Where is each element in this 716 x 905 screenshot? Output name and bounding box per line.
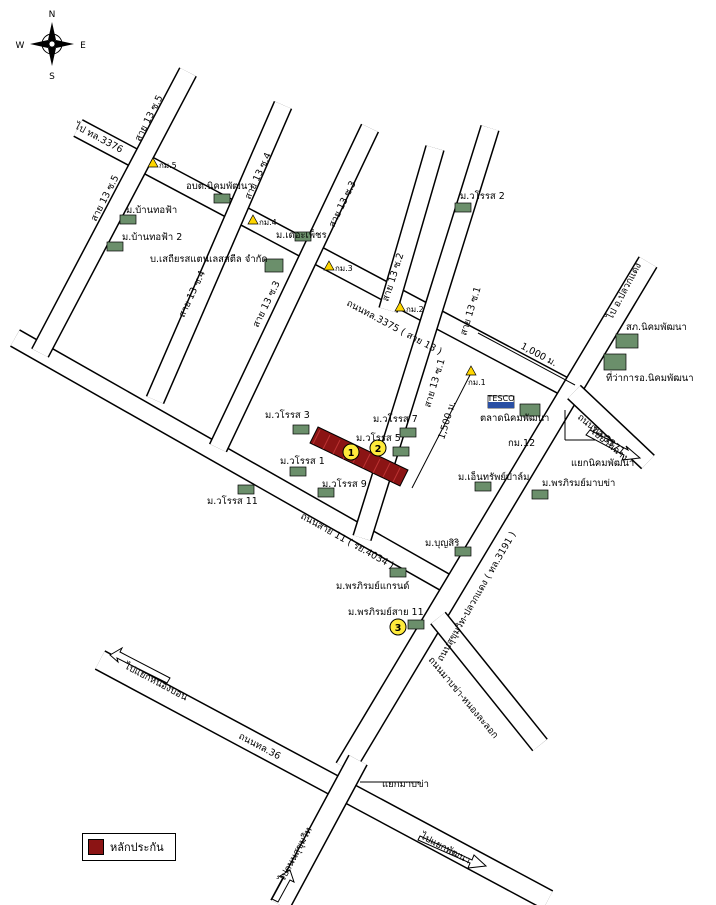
label-km3: กม.3 [335, 264, 353, 273]
label-the-pet: ม.เดอะเพ็ชร [276, 228, 327, 241]
label-km2: กม.2 [406, 305, 424, 314]
warning-icon [323, 260, 335, 271]
label-woraroj-3: ม.วโรรส 3 [265, 409, 310, 421]
compass-south: S [49, 72, 55, 82]
label-woraroj-5: ม.วโรรส 5 [356, 432, 401, 444]
building-icon [289, 466, 307, 477]
building-icon [213, 193, 231, 204]
building-icon [603, 353, 627, 371]
label-obt: อบต.นิคมพัฒนา [186, 181, 253, 192]
legend-label: หลักประกัน [110, 841, 164, 854]
label-km1: กม.1 [468, 378, 486, 387]
building-icon [106, 241, 124, 252]
km-labels: กม.5 กม.4 กม.3 กม.2 กม.1 กม.12 [159, 161, 535, 449]
compass-east: E [80, 41, 86, 51]
building-icon [264, 258, 284, 273]
label-phornphirom-mapkha: ม.พรภิรมย์มาบข่า [542, 477, 615, 489]
marker-3[interactable]: 3 [389, 618, 407, 636]
label-ban-thofa-2: ม.บ้านทอฟ้า 2 [122, 232, 182, 243]
place-labels: อบต.นิคมพัฒนา ม.บ้านทอฟ้า ม.บ้านทอฟ้า 2 … [122, 181, 694, 790]
building-icon [474, 481, 492, 492]
dimension-lines [360, 332, 595, 783]
building-icon [454, 202, 472, 213]
label-phornphirom-11: ม.พรภิรมย์สาย 11 [348, 606, 424, 618]
building-icon [389, 567, 407, 578]
building-icon [519, 403, 541, 417]
label-market: ตลาดนิคมพัฒนา [480, 413, 549, 424]
label-police: สภ.นิคมพัฒนา [626, 322, 687, 333]
arrow-to-banchang [585, 429, 642, 461]
building-icons [106, 193, 639, 630]
soi-13-2 [378, 145, 445, 313]
compass-west: W [16, 41, 25, 51]
warning-icon [394, 301, 406, 312]
arrow-to-sukhumvit [271, 869, 295, 903]
building-icon [294, 231, 312, 242]
building-icon [392, 446, 410, 457]
building-icon [292, 424, 310, 435]
svg-text:2: 2 [375, 444, 382, 455]
label-distance-1500: 1,500 ม. [436, 400, 458, 441]
label-junction: แยกนิคมพัฒนา [571, 458, 634, 469]
arrow-to-nongbon [109, 646, 171, 684]
building-icon [454, 546, 472, 557]
road-3191 [335, 256, 658, 774]
road-11 [10, 329, 460, 597]
label-woraroj-7: ม.วโรรส 7 [373, 413, 418, 425]
building-icon [119, 214, 137, 225]
label-ban-thofa: ม.บ้านทอฟ้า [126, 205, 177, 216]
label-woraroj-11: ม.วโรรส 11 [207, 495, 258, 507]
label-km4: กม.4 [259, 218, 277, 227]
road-3375 [73, 119, 580, 401]
map-legend: หลักประกัน [82, 833, 176, 861]
warning-icon [465, 365, 477, 376]
label-enprop: ม.เอ็นทรัพย์ปาล์ม [458, 470, 529, 483]
label-mapkha-junction: แยกมาบข่า [382, 779, 429, 790]
direction-arrows [109, 429, 642, 903]
marker-1[interactable]: 1 [342, 443, 360, 461]
label-km12: กม.12 [508, 438, 535, 449]
label-boonsiri: ม.บุญสิริ [425, 538, 459, 549]
warning-icon [147, 157, 159, 168]
arrow-to-phattana [417, 835, 488, 869]
label-woraroj-1: ม.วโรรส 1 [280, 455, 325, 467]
building-icon [615, 333, 639, 349]
tesco-icon: TESCO [487, 394, 515, 409]
building-icon [531, 489, 549, 500]
svg-text:TESCO: TESCO [487, 394, 515, 403]
km-post-icons [147, 157, 477, 376]
building-icon [237, 484, 255, 495]
label-km5: กม.5 [159, 161, 177, 170]
label-woraroj-2: ม.วโรรส 2 [460, 190, 505, 202]
building-icon [317, 487, 335, 498]
dim-1500 [411, 374, 471, 489]
label-district: ที่ว่าการอ.นิคมพัฒนา [606, 371, 694, 384]
label-phornphirom-grand: ม.พรภิรมย์แกรนด์ [336, 580, 409, 592]
building-icon [407, 619, 425, 630]
building-icon [399, 427, 417, 438]
label-woraroj-9: ม.วโรรส 9 [322, 478, 367, 490]
label-company: บ.เสถียรสแตนเลสสตีล จำกัด [150, 253, 268, 265]
warning-icon [247, 214, 259, 225]
dim-1000 [477, 332, 576, 386]
road-3371 [567, 384, 655, 470]
soi-13-4 [145, 101, 293, 404]
svg-text:3: 3 [395, 623, 402, 634]
legend-swatch [88, 839, 104, 855]
soi-13-3 [208, 123, 380, 453]
svg-text:1: 1 [348, 448, 355, 459]
compass-rose: N S W E [16, 10, 87, 82]
compass-north: N [49, 10, 56, 20]
soi-13-5 [31, 67, 197, 358]
marker-2[interactable]: 2 [369, 439, 387, 457]
road-mapkha [430, 611, 548, 752]
label-soi13-1-top: สาย 13 ซ.1 [458, 286, 483, 337]
